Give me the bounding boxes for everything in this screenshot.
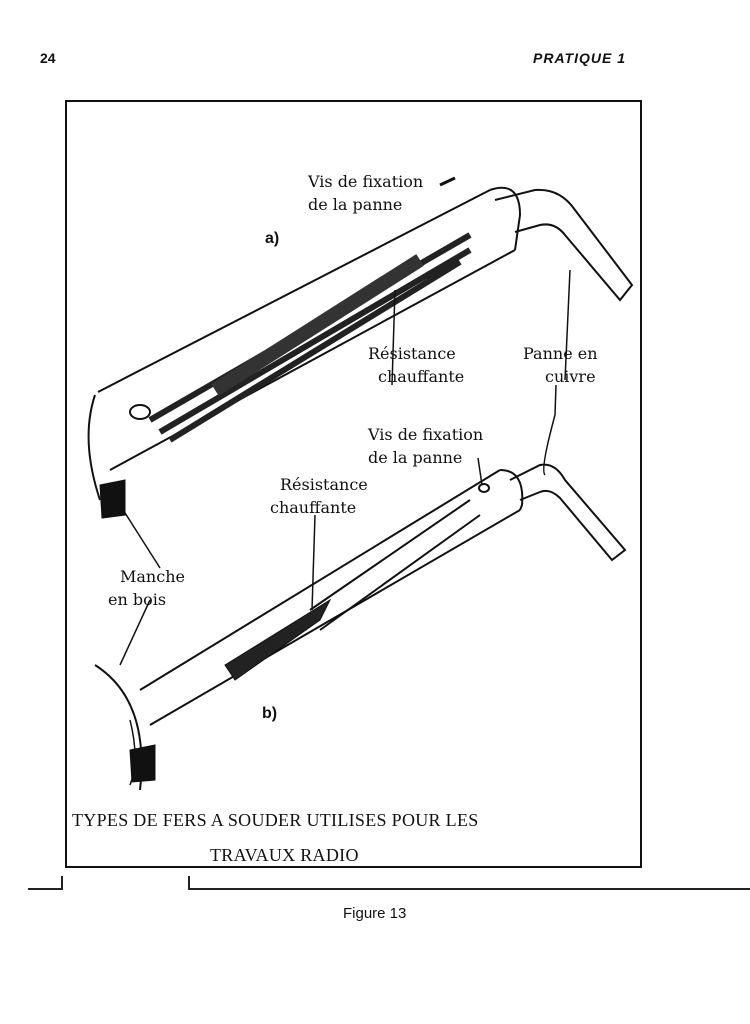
label-a-resistor: Résistance chauffante	[368, 342, 464, 388]
label-a-screw: Vis de fixation de la panne	[308, 170, 423, 216]
label-line: de la panne	[308, 195, 403, 214]
label-b-screw: Vis de fixation de la panne	[368, 423, 483, 469]
tag-a: a)	[265, 230, 280, 247]
iron-a-drawing	[87, 176, 634, 519]
figure-number: Figure 13	[343, 905, 407, 922]
iron-b-drawing	[94, 463, 627, 791]
page-number: 24	[40, 50, 56, 66]
label-line: cuivre	[545, 367, 596, 386]
label-line: en bois	[108, 590, 167, 609]
tag-b: b)	[262, 705, 278, 722]
label-line: Vis de fixation	[368, 425, 484, 444]
figure-caption-line-1: TYPES DE FERS A SOUDER UTILISES POUR LES	[72, 810, 479, 830]
scan-rule-left	[28, 888, 63, 890]
label-b-handle: Manche en bois	[108, 565, 185, 611]
running-title: PRATIQUE 1	[533, 50, 626, 66]
label-a-tip: Panne en cuivre	[523, 342, 598, 388]
label-line: chauffante	[378, 367, 465, 386]
figure-frame	[65, 100, 642, 868]
figure-caption-line-2: TRAVAUX RADIO	[210, 845, 359, 865]
label-line: de la panne	[368, 448, 463, 467]
scan-rule-right	[188, 888, 750, 890]
label-line: Vis de fixation	[308, 172, 424, 191]
label-line: Résistance	[280, 475, 368, 494]
leader-lines	[119, 269, 571, 666]
label-b-resistor: Résistance chauffante	[270, 473, 368, 519]
label-line: chauffante	[270, 498, 357, 517]
label-line: Résistance	[368, 344, 456, 363]
scan-rule-right-tick	[188, 876, 190, 889]
label-line: Panne en	[523, 344, 598, 363]
label-line: Manche	[120, 567, 185, 586]
scan-rule-left-tick	[61, 876, 63, 889]
